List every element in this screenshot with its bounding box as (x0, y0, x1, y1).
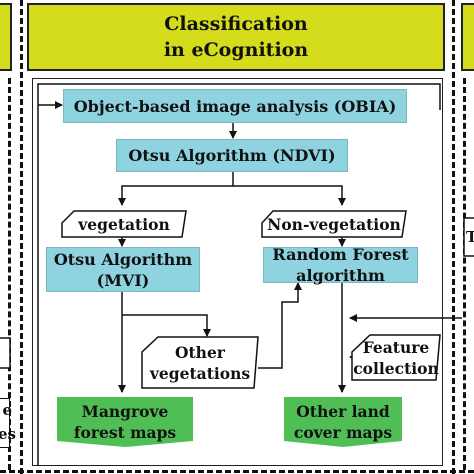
classification-panel (32, 78, 443, 466)
right-panel-dashed-border (463, 78, 466, 470)
vegetation-label-shape (61, 210, 187, 238)
branch-to-non-vegetation (233, 185, 346, 206)
otsu-mvi-line-2: (MVI) (96, 270, 150, 290)
right-panel-text: T (466, 225, 474, 249)
other-veg-line-1: Other (175, 342, 225, 362)
vegetation-text: vegetation (78, 214, 170, 234)
feature-label-shape (351, 334, 441, 381)
left-panel-line-2: es (0, 425, 16, 443)
right-panel-line-1: T (466, 228, 474, 246)
left-panel-line-1: e (2, 401, 12, 419)
feature-line-1: Feature (362, 337, 430, 357)
bottom-dashed-border (0, 470, 474, 473)
left-dashed-border (20, 0, 23, 474)
branch-to-vegetation (118, 172, 234, 206)
feature-collection-label: Feature collection (352, 335, 440, 380)
classification-header: Classification in eCognition (27, 3, 445, 71)
right-dashed-border (452, 0, 455, 474)
mangrove-line-2: forest maps (73, 423, 177, 442)
non-vegetation-text: Non-vegetation (267, 214, 401, 234)
non-vegetation-label-shape (261, 210, 407, 238)
left-panel-box-bottom (0, 398, 10, 448)
otsu-ndvi-box: Otsu Algorithm (NDVI) (116, 139, 348, 172)
arrow-other-veg-to-rf (258, 282, 302, 369)
left-panel-text: e es (0, 398, 16, 446)
obia-label: Object-based image analysis (OBIA) (73, 96, 397, 116)
other-land-cover-maps-box: Other land cover maps (284, 397, 402, 447)
left-header-bar (0, 3, 12, 71)
left-panel-box-top (0, 337, 11, 369)
obia-box: Object-based image analysis (OBIA) (63, 89, 407, 123)
other-veg-line-2: vegetations (149, 363, 251, 383)
non-vegetation-label: Non-vegetation (262, 211, 406, 237)
mangrove-forest-maps-box: Mangrove forest maps (57, 397, 193, 447)
feature-line-2: collection (353, 358, 439, 378)
random-forest-line-2: algorithm (296, 266, 385, 285)
other-vegetations-label: Other vegetations (142, 337, 258, 388)
random-forest-line-1: Random Forest (272, 245, 409, 264)
left-panel-dashed-border (8, 78, 11, 470)
header-line-1: Classification (164, 13, 308, 35)
other-veg-label-shape (141, 336, 259, 389)
otsu-mvi-box: Otsu Algorithm (MVI) (46, 247, 200, 292)
otsu-mvi-line-1: Otsu Algorithm (53, 249, 193, 269)
random-forest-box: Random Forest algorithm (263, 245, 418, 285)
other-land-line-2: cover maps (293, 423, 393, 442)
right-header-bar (461, 3, 474, 71)
right-panel-box (463, 217, 474, 257)
otsu-ndvi-label: Otsu Algorithm (NDVI) (128, 146, 336, 165)
other-land-line-1: Other land (296, 402, 390, 421)
loop-top-left (37, 83, 441, 466)
header-line-2: in eCognition (163, 39, 309, 61)
mangrove-line-1: Mangrove (81, 402, 169, 421)
arrow-otsu-mvi-to-other-veg (122, 314, 211, 337)
vegetation-label: vegetation (62, 211, 186, 237)
